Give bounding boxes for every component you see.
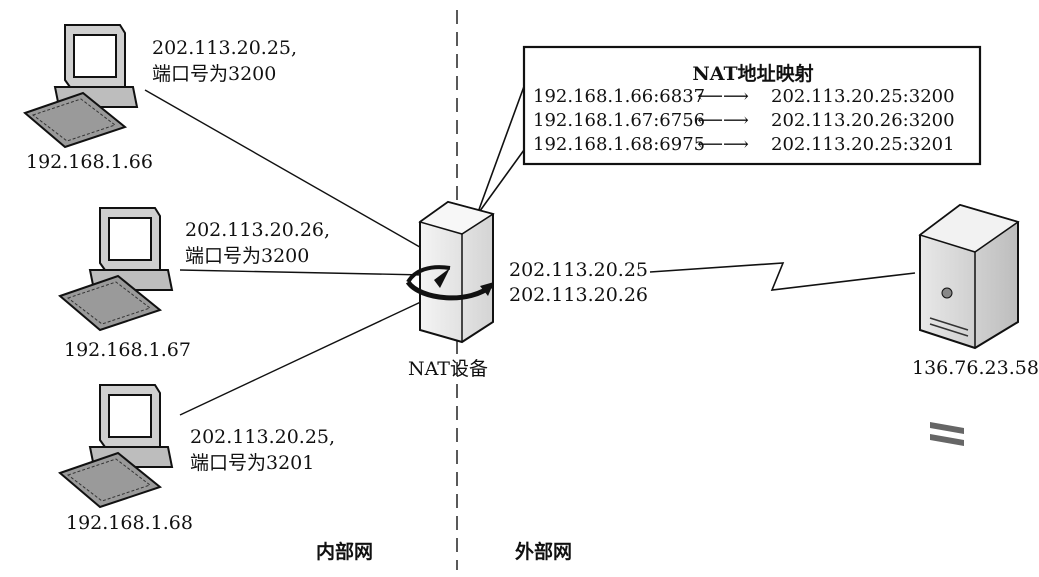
host-2-mapped-ip: 202.113.20.26,	[185, 219, 331, 241]
host-3-mapped-port: 端口号为3201	[190, 452, 315, 474]
host-2-ip: 192.168.1.67	[64, 339, 191, 361]
mapping-row-to: 202.113.20.25:3201	[771, 134, 955, 155]
double-arrow-icon: ⟵⟶	[697, 110, 749, 131]
computer-icon	[58, 207, 174, 332]
callout-pointer	[476, 69, 531, 216]
wan-link	[649, 262, 916, 291]
mapping-row-to: 202.113.20.25:3200	[771, 86, 955, 107]
host-1-ip: 192.168.1.66	[26, 151, 153, 173]
mapping-row-from: 192.168.1.68:6975	[533, 134, 706, 155]
host-3-mapped-ip: 202.113.20.25,	[190, 426, 336, 448]
nat-device-label: NAT设备	[408, 358, 488, 380]
link-host-1	[144, 89, 426, 251]
computer-icon	[58, 384, 174, 509]
zone-outer-label: 外部网	[515, 541, 573, 563]
host-3-ip: 192.168.1.68	[66, 512, 193, 534]
nat-public-ip-2: 202.113.20.26	[509, 284, 649, 306]
mapping-row-to: 202.113.20.26:3200	[771, 110, 955, 131]
mapping-table-box	[522, 45, 982, 166]
double-arrow-icon: ⟵⟶	[697, 134, 749, 155]
double-arrow-icon: ⟵⟶	[697, 86, 749, 107]
mapping-row-from: 192.168.1.67:6756	[533, 110, 706, 131]
server-icon	[918, 203, 1020, 446]
link-host-3	[179, 299, 426, 416]
host-1-mapped-ip: 202.113.20.25,	[152, 37, 298, 59]
server-ip: 136.76.23.58	[912, 357, 1039, 379]
mapping-row-from: 192.168.1.66:6837	[533, 86, 706, 107]
link-host-2	[179, 269, 426, 276]
host-2-mapped-port: 端口号为3200	[185, 245, 310, 267]
computer-icon	[23, 24, 139, 149]
nat-device-icon	[405, 200, 495, 344]
zone-inner-label: 内部网	[316, 541, 374, 563]
host-1-mapped-port: 端口号为3200	[152, 63, 277, 85]
mapping-table-title: NAT地址映射	[692, 63, 814, 85]
nat-public-ip-1: 202.113.20.25	[509, 259, 649, 281]
